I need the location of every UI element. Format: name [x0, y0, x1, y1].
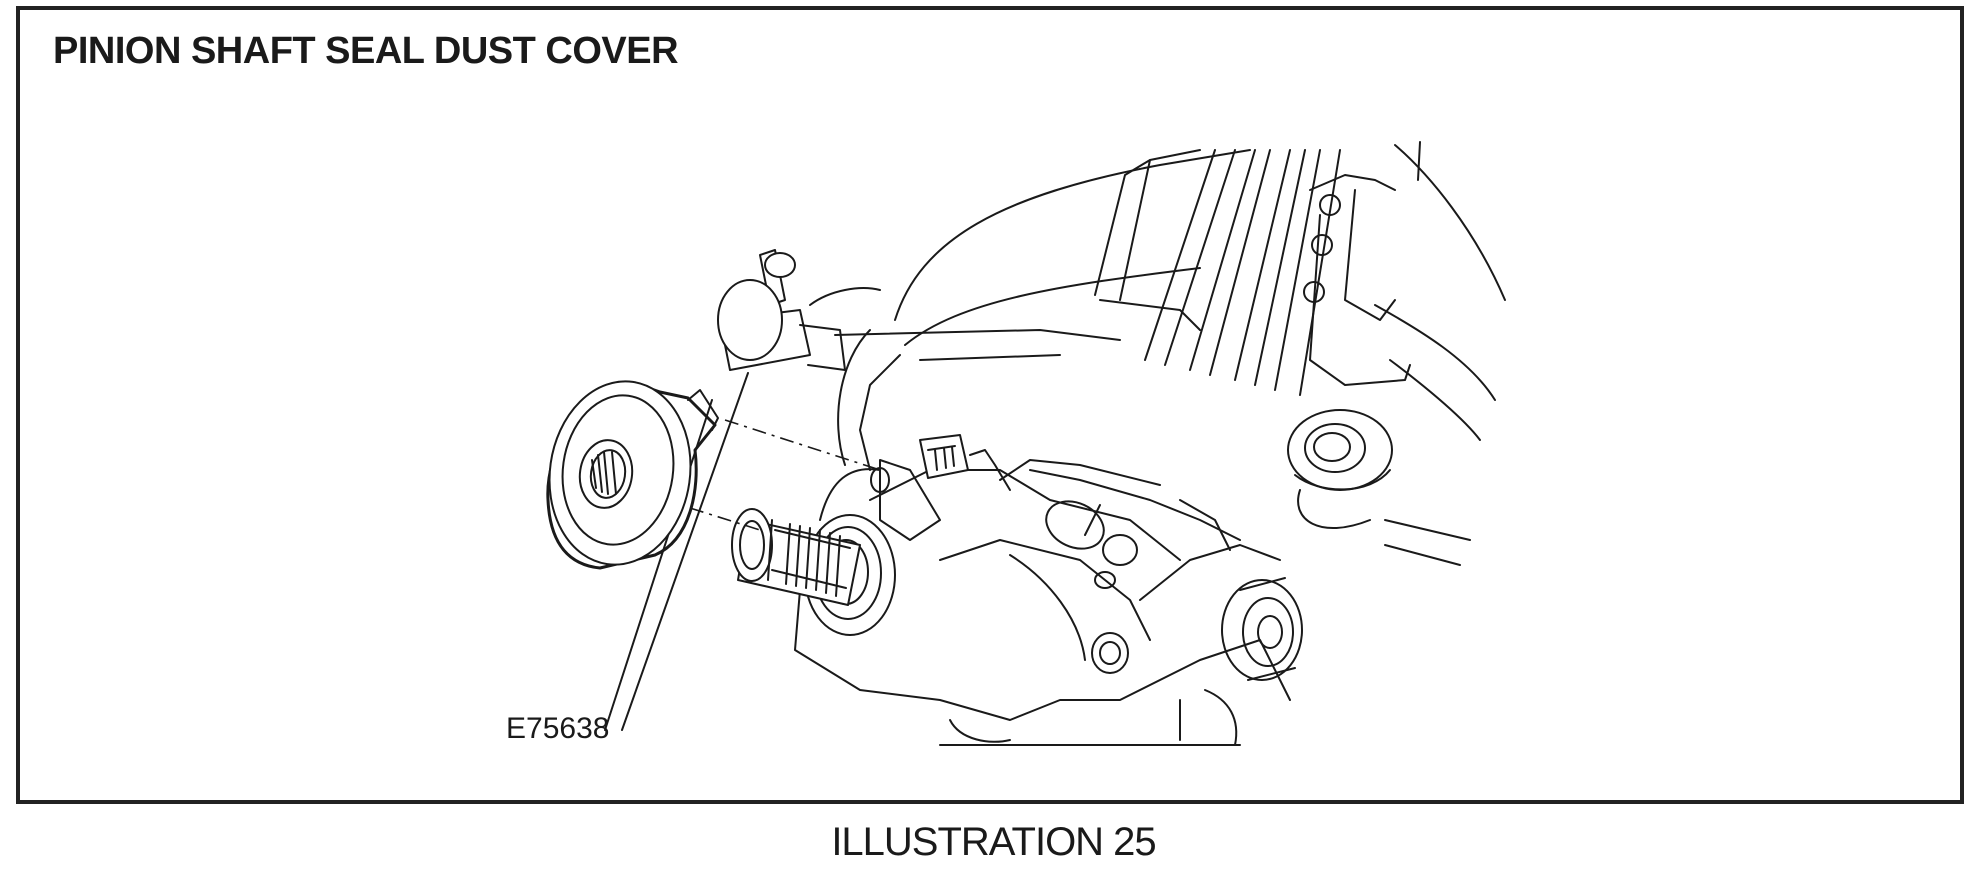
alignment-lines: [689, 419, 881, 531]
pinion-shaft: [731, 508, 861, 606]
diagram-title: PINION SHAFT SEAL DUST COVER: [53, 30, 679, 72]
illustration-frame: [16, 6, 1964, 804]
mounting-bracket: [870, 459, 941, 541]
mount-bushing: [1287, 409, 1393, 529]
vertical-rail: [1094, 149, 1411, 396]
steering-gear-housing: [794, 329, 1291, 746]
reference-code: E75638: [506, 712, 610, 745]
lower-pivot-mount: [1221, 577, 1303, 681]
upper-adjuster: [717, 249, 881, 371]
hex-bolt: [1091, 632, 1129, 674]
illustration-caption: ILLUSTRATION 25: [831, 820, 1156, 864]
electrical-connector: [919, 434, 1011, 491]
crossmember-outline: [834, 141, 1506, 566]
housing-ports: [1045, 500, 1138, 589]
dust-cover: [546, 380, 719, 570]
